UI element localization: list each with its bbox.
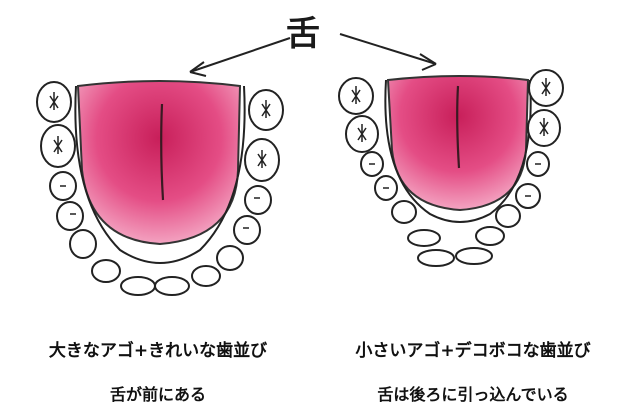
left-jaw (37, 81, 283, 295)
left-caption-line2: 舌が前にある (8, 381, 308, 405)
right-caption-line1: 小さいアゴ+デコボコな歯並び (314, 336, 632, 361)
right-jaw (339, 70, 563, 266)
arrow-to-right-tongue (340, 34, 436, 70)
right-caption-line2: 舌は後ろに引っ込んでいる (314, 381, 632, 405)
left-caption-line1: 大きなアゴ+きれいな歯並び (8, 336, 308, 361)
left-tongue (78, 81, 240, 244)
tongue-label: 舌 (286, 6, 320, 55)
arrow-to-left-tongue (190, 38, 290, 76)
